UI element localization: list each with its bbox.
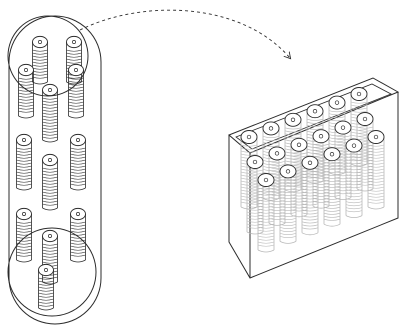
vertical-tube-rack-icon [8, 15, 102, 325]
tube-cap-icon [312, 129, 330, 144]
tube-cap-icon [334, 120, 352, 135]
tube-cap-icon [367, 130, 385, 144]
tube-cap-icon [240, 130, 258, 144]
boxed-tube-array-icon [228, 77, 400, 279]
tube-cap-icon [328, 95, 346, 110]
tube-cap-icon [350, 87, 368, 101]
tube-icon [70, 133, 86, 191]
tube-cap-icon [279, 164, 297, 179]
zoom-circle-top-icon [7, 15, 89, 97]
tube-cap-icon [301, 155, 319, 170]
box-inner-rim [235, 83, 392, 150]
rack-outline [8, 15, 102, 325]
tube-icon [32, 35, 48, 85]
tube-icon [18, 63, 34, 119]
tube-icon [38, 263, 54, 311]
zoom-circle-bottom-icon [7, 227, 97, 317]
dashed-curved-arrow-icon [79, 9, 290, 58]
tube-cap-icon [257, 173, 275, 187]
tube-cap-icon [356, 112, 374, 126]
tube-cap-icon [262, 121, 280, 136]
tube-icon [42, 83, 58, 143]
tube-cap-icon [345, 138, 363, 153]
tube-icon [16, 133, 32, 191]
tube-cap-icon [306, 104, 324, 119]
tube-icon [70, 207, 86, 263]
tube-icon [42, 153, 58, 211]
tube-icon [68, 63, 84, 119]
tube-cap-icon [290, 137, 308, 152]
tube-icon [16, 207, 32, 263]
tube-cap-icon [284, 112, 302, 127]
tube-cap-icon [323, 147, 341, 162]
tube-cap-icon [268, 146, 286, 161]
tube-caps [240, 87, 385, 187]
tube-cap-icon [246, 155, 264, 169]
